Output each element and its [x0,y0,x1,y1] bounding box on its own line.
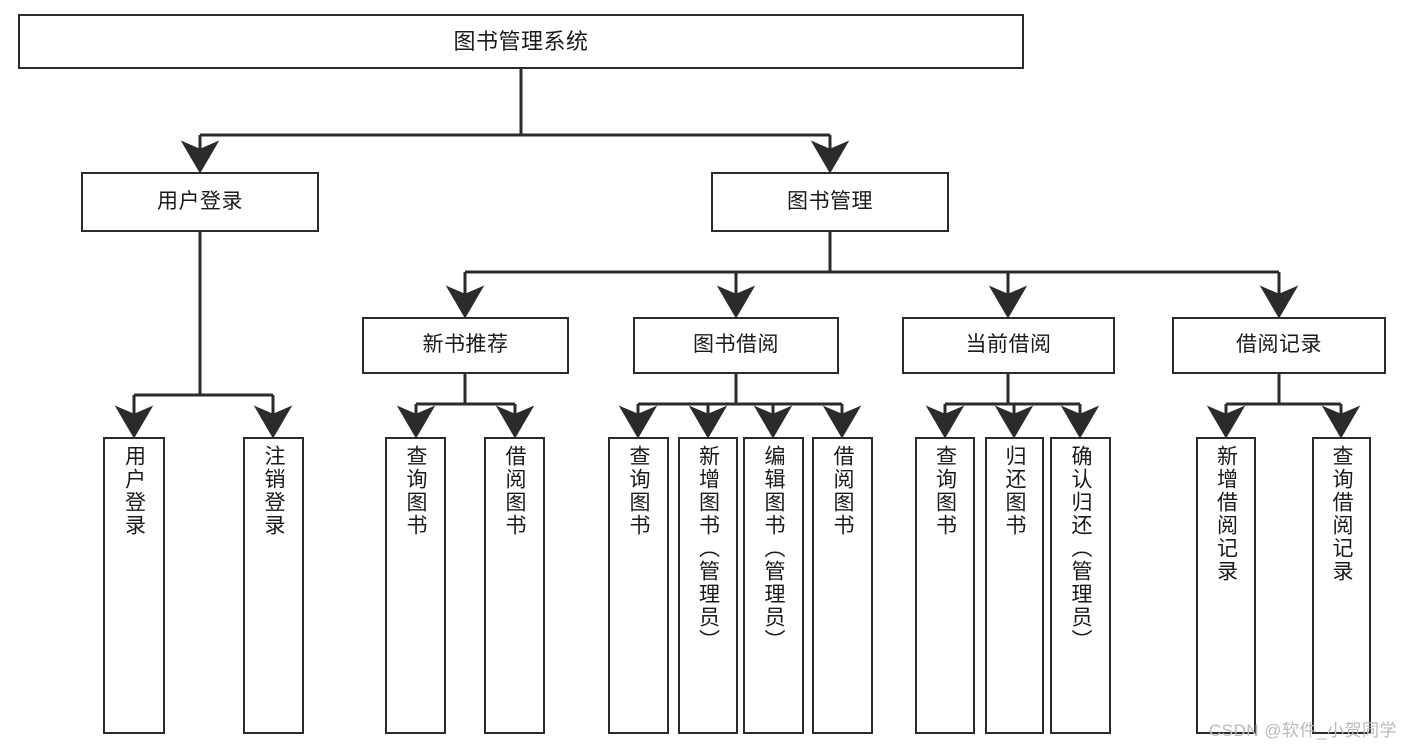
watermark-text: CSDN @软件_小贺同学 [1208,721,1397,740]
leaf-lend-book[interactable]: 借阅图书 [812,437,873,734]
leaf-lend-book-label: 借阅图书 [831,445,854,537]
leaf-return-book-label: 归还图书 [1003,445,1026,537]
node-book-borrow[interactable]: 图书借阅 [633,317,839,374]
node-user-login-label: 用户登录 [157,189,243,213]
node-book-management[interactable]: 图书管理 [711,172,949,232]
leaf-return-book[interactable]: 归还图书 [985,437,1044,734]
leaf-borrow-books-new[interactable]: 借阅图书 [484,437,545,734]
leaf-user-login[interactable]: 用户登录 [103,437,165,734]
leaf-add-book-admin[interactable]: 新增图书（管理员） [678,437,738,734]
node-root[interactable]: 图书管理系统 [18,14,1024,69]
leaf-logout-label: 注销登录 [262,445,285,537]
leaf-query-books-borrow-label: 查询图书 [627,445,650,537]
leaf-query-borrow-record[interactable]: 查询借阅记录 [1312,437,1371,734]
leaf-add-borrow-record[interactable]: 新增借阅记录 [1196,437,1256,734]
leaf-query-books-borrow[interactable]: 查询图书 [608,437,669,734]
leaf-edit-book-admin-label: 编辑图书（管理员） [762,445,785,652]
node-new-book-recommend[interactable]: 新书推荐 [362,317,569,374]
node-current-borrow-label: 当前借阅 [965,333,1052,357]
leaf-borrow-books-new-label: 借阅图书 [503,445,526,537]
node-borrow-records[interactable]: 借阅记录 [1172,317,1386,374]
leaf-add-borrow-record-label: 新增借阅记录 [1214,445,1238,583]
leaf-add-book-admin-label: 新增图书（管理员） [696,445,720,652]
node-new-book-recommend-label: 新书推荐 [422,333,509,357]
leaf-logout[interactable]: 注销登录 [243,437,304,734]
leaf-query-borrow-record-label: 查询借阅记录 [1330,445,1353,583]
leaf-query-books-new-label: 查询图书 [404,445,427,537]
node-current-borrow[interactable]: 当前借阅 [902,317,1115,374]
leaf-edit-book-admin[interactable]: 编辑图书（管理员） [743,437,804,734]
node-user-login[interactable]: 用户登录 [81,172,319,232]
leaf-confirm-return-admin[interactable]: 确认归还（管理员） [1050,437,1111,734]
leaf-user-login-label: 用户登录 [122,445,146,537]
node-book-management-label: 图书管理 [787,189,873,213]
node-book-borrow-label: 图书借阅 [693,333,779,357]
leaf-confirm-return-admin-label: 确认归还（管理员） [1069,445,1092,652]
node-borrow-records-label: 借阅记录 [1236,333,1322,357]
leaf-query-books-current[interactable]: 查询图书 [915,437,975,734]
leaf-query-books-current-label: 查询图书 [933,445,957,537]
node-root-label: 图书管理系统 [453,28,589,54]
leaf-query-books-new[interactable]: 查询图书 [385,437,446,734]
